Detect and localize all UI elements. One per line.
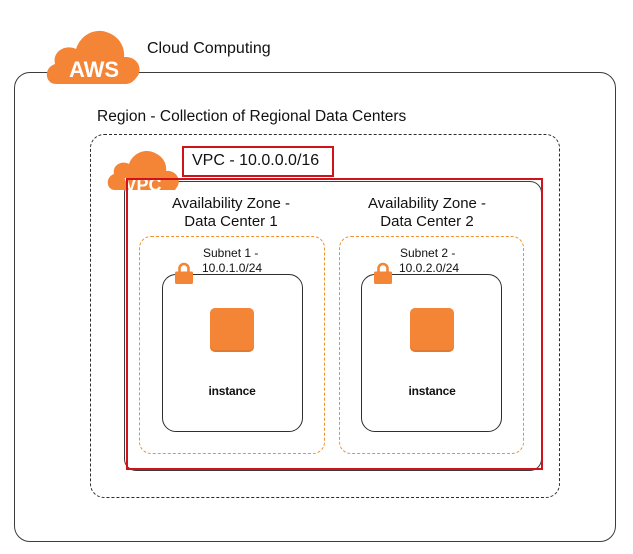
aws-cloud-icon: AWS: [46, 30, 140, 85]
subnet-2-name: Subnet 2 -: [400, 246, 456, 260]
subnet-2-instance-label: instance: [408, 384, 456, 398]
vpc-cloud-icon: VPC: [107, 151, 179, 195]
aws-logo-text: AWS: [69, 57, 119, 82]
subnet-2-padlock-icon: [374, 262, 392, 284]
vpc-label-highlight: [182, 146, 334, 177]
region-title: Region - Collection of Regional Data Cen…: [97, 108, 407, 125]
availability-zone-1-container: [139, 236, 325, 454]
availability-zone-2-container: [339, 236, 524, 454]
availability-zone-1-title: Availability Zone - Data Center 1: [141, 195, 321, 231]
subnet-1-name: Subnet 1 -: [203, 246, 259, 260]
availability-zone-1-title-line2: Data Center 1: [184, 213, 278, 230]
subnet-1-ec2-instance-icon: [210, 308, 254, 352]
vpc-logo-text: VPC: [124, 175, 161, 195]
region-container: [90, 134, 560, 498]
cloud-title: Cloud Computing: [147, 40, 271, 57]
subnet-1-padlock-icon: [175, 262, 193, 284]
subnet-2-ec2-instance-icon: [410, 308, 454, 352]
subnet-1-instance-label: instance: [208, 384, 256, 398]
subnet-2-cidr: 10.0.2.0/24: [399, 261, 460, 275]
subnet-1-cidr: 10.0.1.0/24: [202, 261, 263, 275]
availability-zone-1-title-line1: Availability Zone -: [171, 195, 291, 212]
vpc-highlight-box: [126, 178, 543, 470]
availability-zone-2-title: Availability Zone - Data Center 2: [337, 195, 517, 231]
aws-cloud-container: [14, 72, 616, 542]
availability-zone-2-title-line2: Data Center 2: [380, 213, 474, 230]
availability-zone-2-title-line1: Availability Zone -: [367, 195, 487, 212]
vpc-label: VPC - 10.0.0.0/16: [192, 152, 320, 169]
subnet-2-container: [361, 274, 502, 432]
subnet-1-container: [162, 274, 303, 432]
